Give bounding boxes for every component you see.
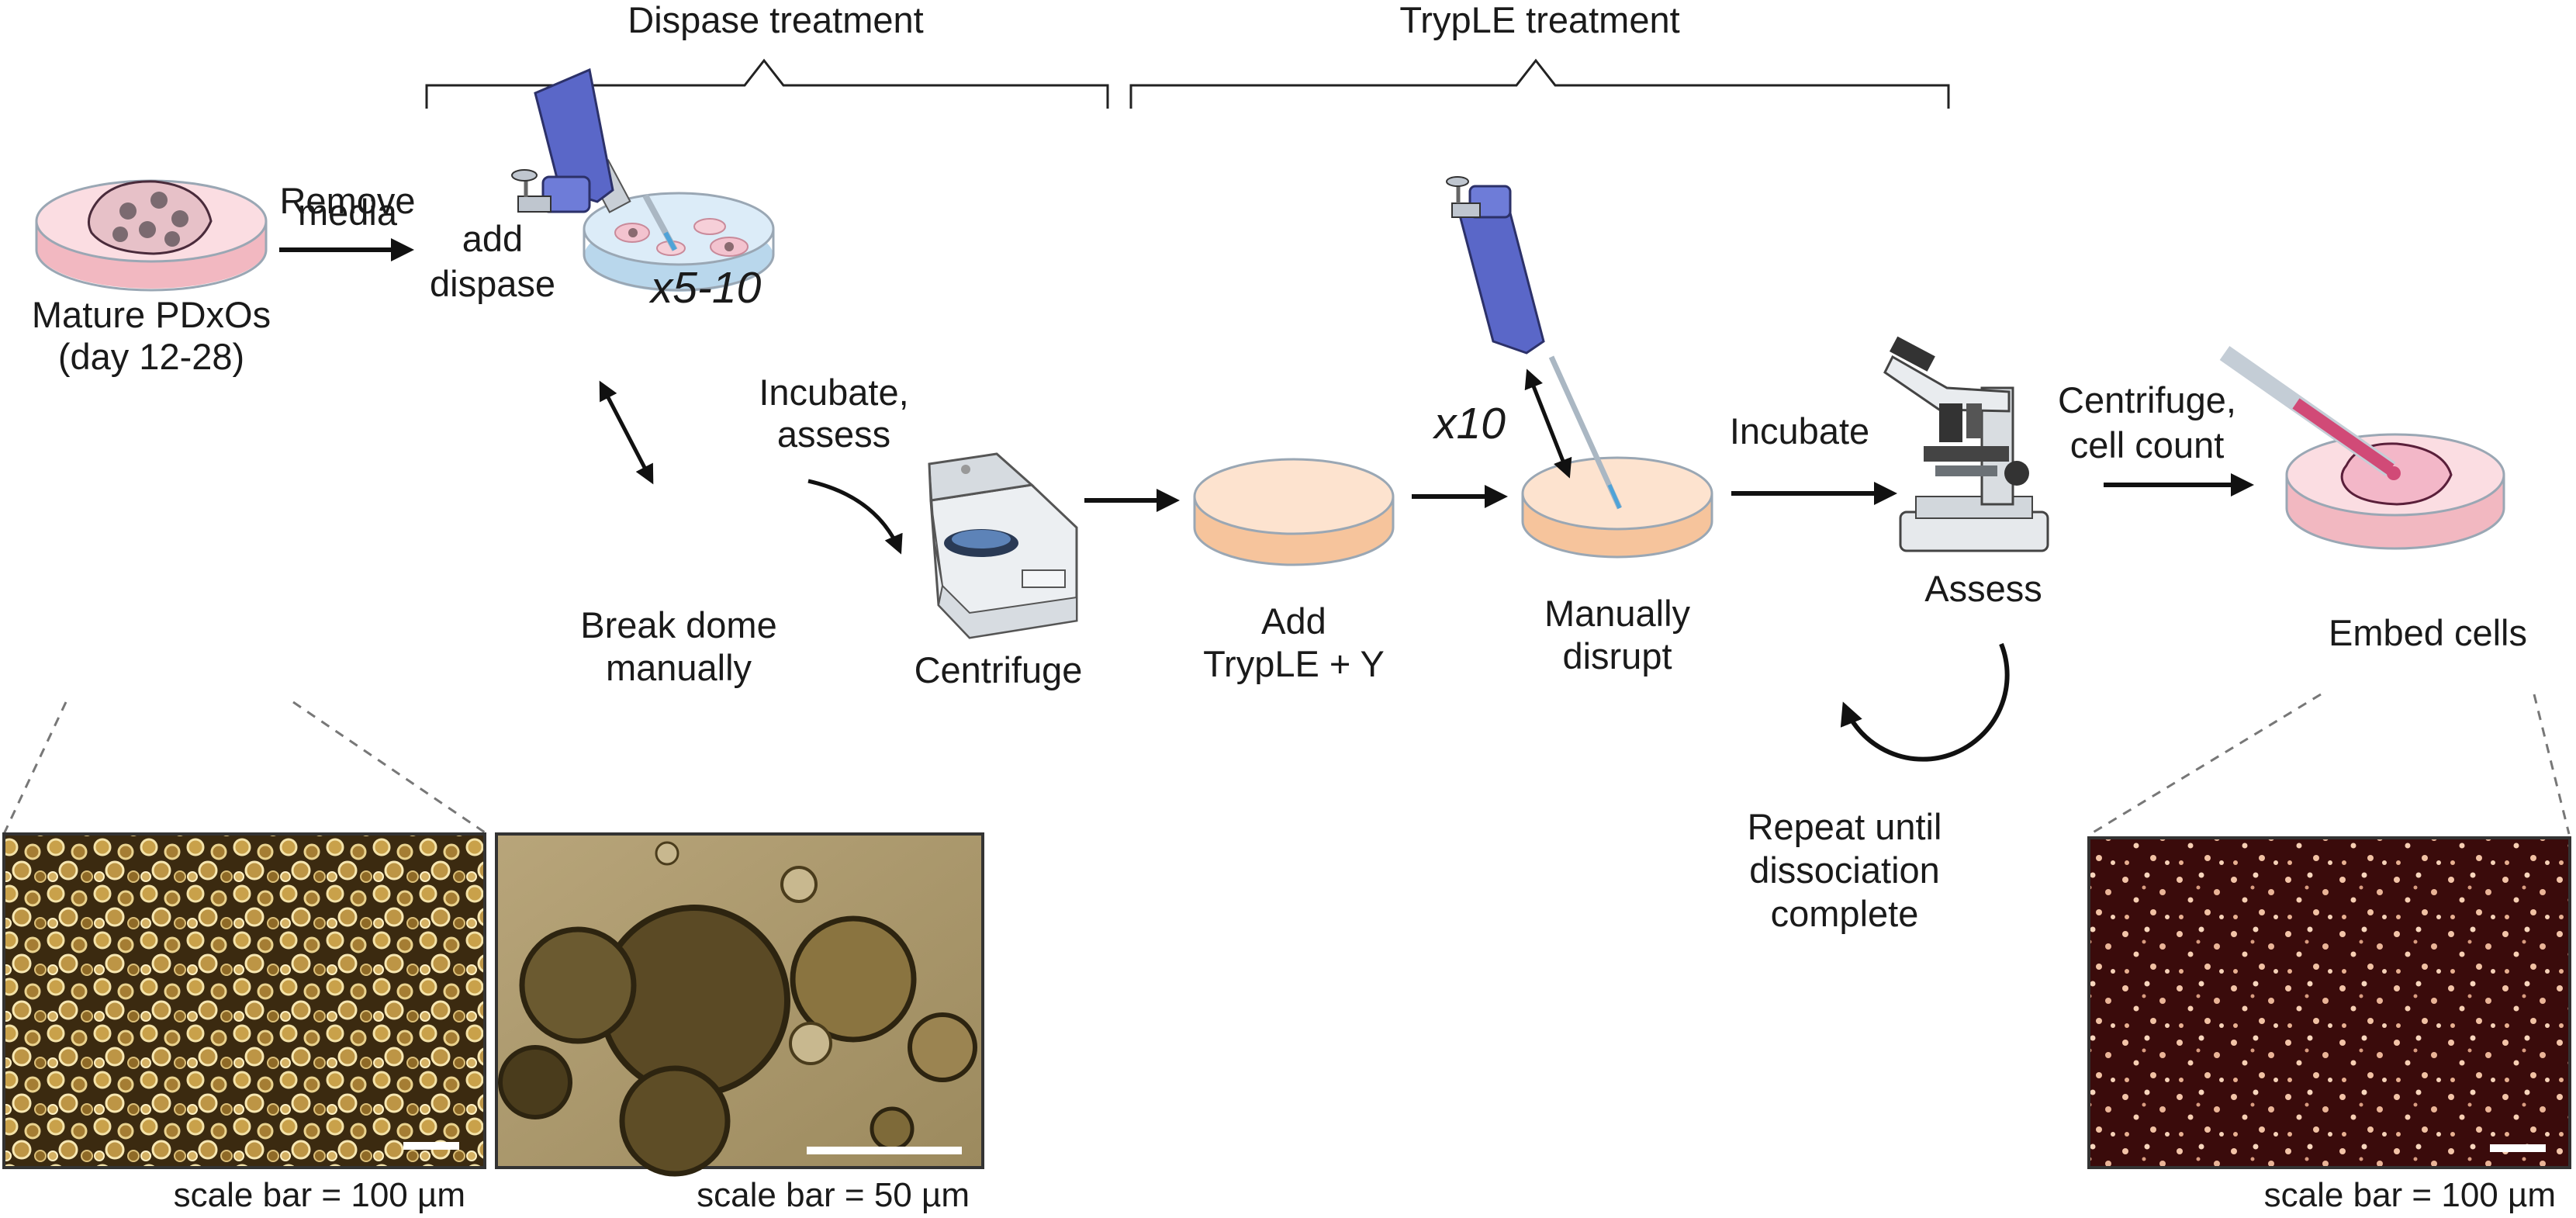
pipette-icon	[511, 67, 678, 251]
tryple-bracket-label: TrypLE treatment	[1399, 0, 1679, 40]
centrifuge-icon	[928, 452, 1078, 639]
label-manually-disrupt-2: disrupt	[1562, 635, 1672, 676]
label-remove-media-2: media	[298, 192, 398, 233]
label-break-dome-2: manually	[606, 647, 752, 688]
callout-line-left-2	[292, 701, 488, 836]
label-remove-media-1: Remove	[279, 180, 415, 221]
dish-embed-cells	[2285, 433, 2505, 550]
callout-line-left-1	[2, 701, 67, 835]
micrograph-pdxos-50um	[495, 832, 984, 1177]
serological-pipette-icon	[2219, 345, 2401, 480]
label-repeat-until-3: complete	[1771, 893, 1919, 934]
dispase-bracket-label: Dispase treatment	[628, 0, 923, 40]
dispase-bracket: Dispase treatment	[425, 0, 1109, 109]
label-embed: Embed cells	[2329, 612, 2527, 653]
label-break-dome-1: Break dome	[580, 604, 776, 645]
label-assess: Assess	[1924, 568, 2042, 609]
arrow-mix-2	[1524, 369, 1572, 479]
micrograph-pdxos-100um	[2, 832, 486, 1169]
arrow-to-centrifuge	[807, 479, 903, 555]
label-repeat-until-1: Repeat until	[1748, 806, 1942, 847]
label-repeat-2: x10	[1432, 399, 1506, 448]
label-incubate-assess-1: Incubate,	[759, 372, 908, 413]
tryple-bracket: TrypLE treatment	[1129, 0, 1950, 109]
dish-mature-pdxos	[35, 179, 268, 292]
label-mature-2: (day 12-28)	[58, 336, 244, 377]
microscope-icon	[1883, 336, 2049, 552]
repeat-loop-arrow	[1840, 642, 2010, 762]
callout-line-right-1	[2090, 693, 2322, 836]
pipette-icon-2	[1446, 176, 1623, 510]
label-centrifuge-count-2: cell count	[2070, 424, 2225, 465]
label-centrifuge: Centrifuge	[915, 649, 1083, 690]
label-add-tryple-2: TrypLE + Y	[1203, 643, 1385, 684]
label-repeat-until-2: dissociation	[1749, 849, 1940, 891]
scale-label-middle: scale bar = 50 µm	[697, 1176, 970, 1214]
dish-add-tryple	[1193, 458, 1395, 566]
label-manually-disrupt-1: Manually	[1544, 593, 1691, 634]
label-centrifuge-count-1: Centrifuge,	[2058, 379, 2236, 420]
label-incubate: Incubate	[1730, 410, 1869, 452]
micrograph-embedded-cells-100um	[2087, 836, 2571, 1169]
label-add-dispase-2: dispase	[430, 263, 555, 304]
label-incubate-assess-2: assess	[777, 413, 890, 455]
dish-break-dome	[583, 192, 775, 292]
label-repeat-1: x5-10	[648, 263, 762, 313]
label-add-dispase-1: add	[462, 218, 523, 259]
scale-label-left: scale bar = 100 µm	[174, 1176, 465, 1214]
callout-line-right-2	[2533, 694, 2571, 835]
label-add-tryple-1: Add	[1261, 600, 1326, 642]
arrow-mix-1	[599, 380, 654, 485]
label-mature-1: Mature PDxOs	[32, 294, 271, 335]
scale-label-right: scale bar = 100 µm	[2264, 1176, 2556, 1214]
